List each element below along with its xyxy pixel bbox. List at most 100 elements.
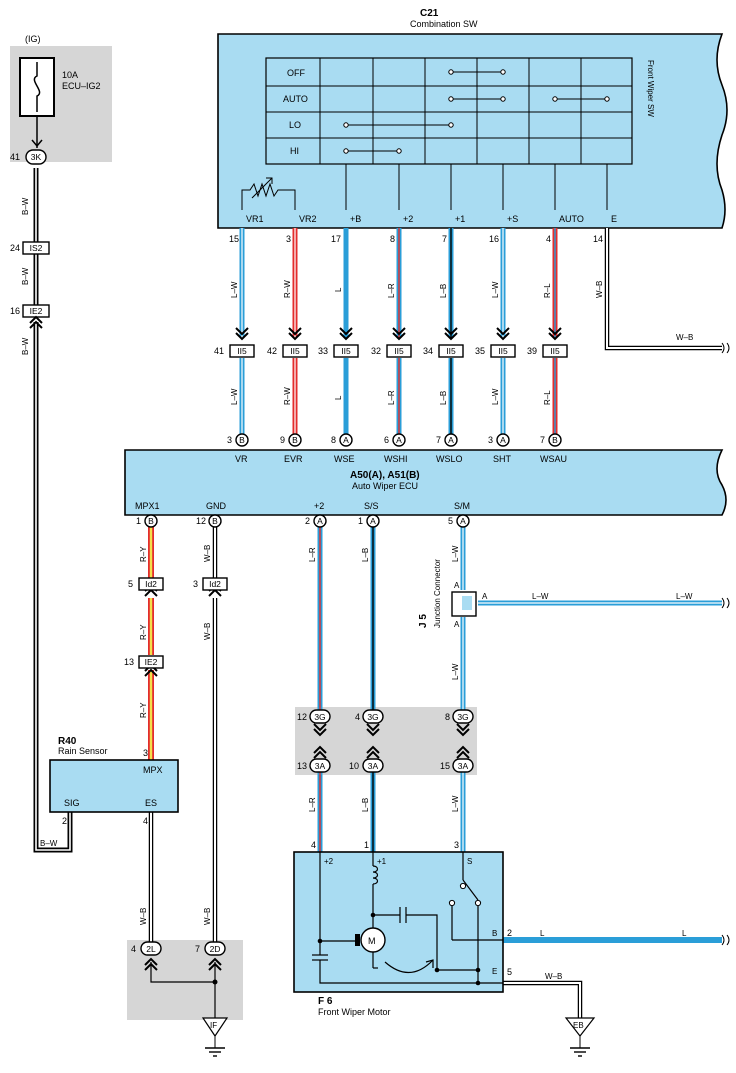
wire-bw-1: B–W xyxy=(21,197,30,215)
term-plus-1: +1 xyxy=(455,214,465,224)
svg-text:IE2: IE2 xyxy=(145,657,158,667)
ecu-bot-pin-1: 1 xyxy=(136,516,141,526)
sw-pin-16: 16 xyxy=(489,234,499,244)
svg-text:A: A xyxy=(500,435,506,445)
ground-eb-label: EB xyxy=(573,1021,584,1030)
ecu-term-sm: S/M xyxy=(454,501,470,511)
wire-lw-sht-2: L–W xyxy=(491,388,500,405)
svg-text:B: B xyxy=(292,435,298,445)
ecu-term-mpx1: MPX1 xyxy=(135,501,160,511)
wire-rw-evr-2: R–W xyxy=(283,387,292,405)
svg-text:2L: 2L xyxy=(146,944,156,954)
wire-lw-sm-2: L–W xyxy=(451,663,460,680)
combo-sw-id: C21 xyxy=(420,8,439,19)
ecu-bot-pin-1b: 1 xyxy=(358,516,363,526)
wire-lr-wshi-1: L–R xyxy=(387,283,396,298)
g3g-pin-12: 12 xyxy=(297,712,307,722)
sw-pin-4: 4 xyxy=(546,234,551,244)
jc-pin-a-right: A xyxy=(482,592,488,601)
motor-pin-3: 3 xyxy=(454,840,459,850)
fuse-circuit: (IG) xyxy=(25,34,41,44)
term-vr2: VR2 xyxy=(299,214,317,224)
ecu-bot-conn-mpx1 xyxy=(144,514,158,528)
conn-ii5-5 xyxy=(438,344,464,358)
ii5-pin-39: 39 xyxy=(527,346,537,356)
sw-pin-15: 15 xyxy=(229,234,239,244)
ecu-pin-6: 6 xyxy=(384,435,389,445)
row-off: OFF xyxy=(287,68,305,78)
wire-lw-vr-1: L–W xyxy=(230,281,239,298)
motor-pin-e: 5 xyxy=(507,967,512,977)
svg-text:3A: 3A xyxy=(458,761,469,771)
wire-lr-plus2-2: L–R xyxy=(308,797,317,812)
ground-if-label: IF xyxy=(210,1021,217,1030)
ii5-pin-42: 42 xyxy=(267,346,277,356)
ecu-top-conn-vr xyxy=(235,433,249,447)
ii5-pin-41: 41 xyxy=(214,346,224,356)
wire-lb-wslo-2: L–B xyxy=(439,391,448,405)
ecu-term-sht: SHT xyxy=(493,454,512,464)
ecu-term-wse: WSE xyxy=(334,454,355,464)
row-lo: LO xyxy=(289,120,301,130)
jc-pin-a-bot: A xyxy=(454,620,460,629)
g3g-pin-8: 8 xyxy=(445,712,450,722)
ecu-term-ss: S/S xyxy=(364,501,379,511)
conn-ie2-b xyxy=(138,655,164,669)
wire-bw-4: B–W xyxy=(40,839,58,848)
conn-3g-2 xyxy=(362,709,384,724)
ecu-bot-conn-sm xyxy=(456,514,470,528)
svg-text:3G: 3G xyxy=(457,712,468,722)
motor-term-b: B xyxy=(492,929,497,938)
svg-text:A: A xyxy=(343,435,349,445)
rain-pin-3: 3 xyxy=(143,748,148,758)
svg-text:Id2: Id2 xyxy=(145,579,157,589)
c2l-pin-4: 4 xyxy=(131,944,136,954)
ecu-pin-3b: 3 xyxy=(488,435,493,445)
motor-m-label: M xyxy=(368,936,376,946)
svg-text:A: A xyxy=(460,516,466,526)
wire-lb-ss-2: L–B xyxy=(361,798,370,812)
front-wiper-motor-box xyxy=(293,851,504,993)
term-auto: AUTO xyxy=(559,214,584,224)
svg-text:A: A xyxy=(370,516,376,526)
ecu-bot-conn-plus2 xyxy=(313,514,327,528)
sw-pin-8: 8 xyxy=(390,234,395,244)
svg-text:II5: II5 xyxy=(341,346,351,356)
svg-text:3G: 3G xyxy=(314,712,325,722)
svg-text:II5: II5 xyxy=(550,346,560,356)
svg-text:B: B xyxy=(148,516,154,526)
fuse-rating: 10A xyxy=(62,70,78,80)
ii5-pin-35: 35 xyxy=(475,346,485,356)
ecu-bot-conn-ss xyxy=(366,514,380,528)
conn-ii5-2 xyxy=(282,344,308,358)
sw-pin-7: 7 xyxy=(442,234,447,244)
wire-l-motor-2: L xyxy=(682,929,687,938)
row-hi: HI xyxy=(290,146,299,156)
wire-lr-plus2-1: L–R xyxy=(308,547,317,562)
auto-wiper-ecu-box xyxy=(124,449,727,516)
motor-pin-1: 1 xyxy=(364,840,369,850)
wire-wb-gnd-1: W–B xyxy=(203,545,212,562)
ecu-bot-pin-5: 5 xyxy=(448,516,453,526)
motor-pin-4: 4 xyxy=(311,840,316,850)
ecu-term-evr: EVR xyxy=(284,454,303,464)
sw-pin-3: 3 xyxy=(286,234,291,244)
conn-ii5-1 xyxy=(229,344,255,358)
sw-pin-14: 14 xyxy=(593,234,603,244)
rain-term-mpx: MPX xyxy=(143,765,163,775)
svg-text:3A: 3A xyxy=(368,761,379,771)
conn-id2-b xyxy=(202,577,228,591)
svg-text:II5: II5 xyxy=(394,346,404,356)
conn-ii5-7 xyxy=(542,344,568,358)
ecu-top-conn-evr xyxy=(288,433,302,447)
row-auto: AUTO xyxy=(283,94,308,104)
svg-text:IS2: IS2 xyxy=(30,243,43,253)
sw-pin-17: 17 xyxy=(331,234,341,244)
svg-text:B: B xyxy=(552,435,558,445)
rain-pin-4: 4 xyxy=(143,816,148,826)
id2-pin-5: 5 xyxy=(128,579,133,589)
ground-eb xyxy=(564,1017,596,1057)
wire-lr-wshi-2: L–R xyxy=(387,390,396,405)
wire-rl-wsau-2: R–L xyxy=(543,390,552,405)
